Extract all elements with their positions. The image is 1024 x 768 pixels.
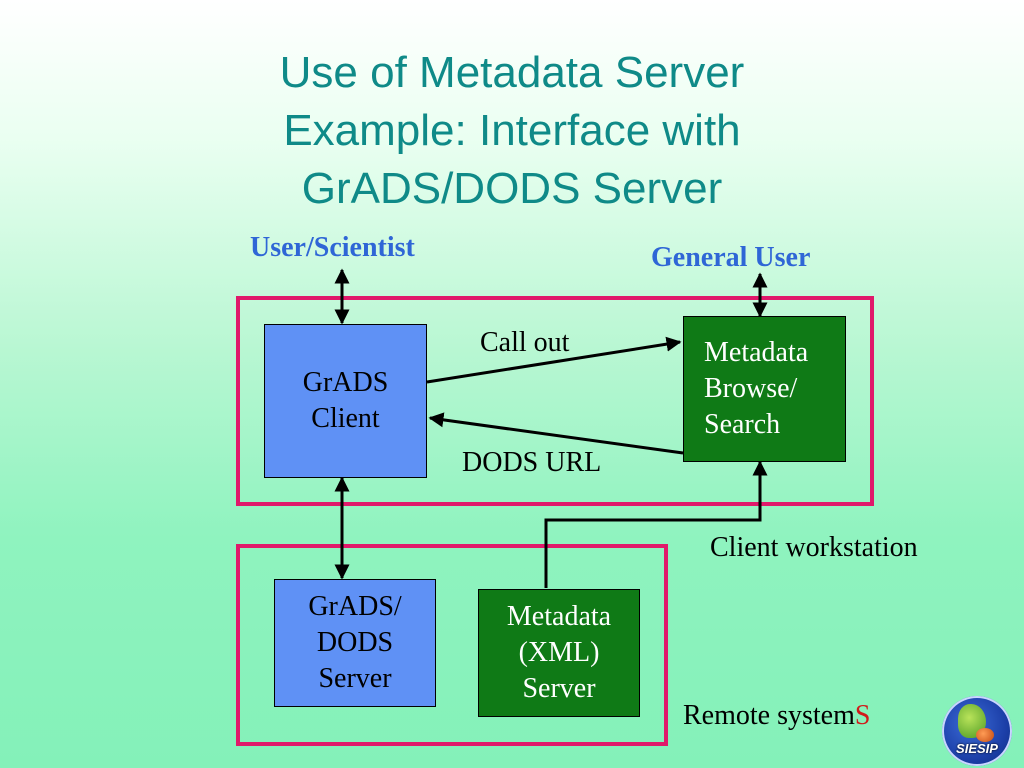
metadata-xml-server-line-2: (XML) — [518, 637, 600, 668]
remote-systems-region — [236, 544, 668, 746]
grads-client-line-1: GrADS — [302, 367, 389, 398]
grads-client-line-2: Client — [311, 403, 380, 434]
metadata-browse-line-3: Search — [704, 409, 781, 440]
metadata-browse-line-2: Browse/ — [704, 373, 798, 404]
metadata-browse-line-1: Metadata — [704, 337, 809, 368]
title-line-3: GrADS/DODS Server — [301, 164, 723, 213]
client-workstation-region — [236, 296, 874, 506]
remote-systems-s: S — [854, 700, 871, 731]
grads-dods-server-line-2: DODS — [316, 627, 394, 658]
title-line-2: Example: Interface with — [283, 106, 741, 155]
remote-systems-label: Remote systemS — [683, 700, 870, 732]
call-out-arrow — [426, 336, 682, 384]
metadata-browse-box: Metadata Browse/ Search — [683, 316, 846, 462]
dods-url-arrow — [428, 412, 684, 455]
grads-dods-server-box: GrADS/ DODS Server — [274, 579, 436, 707]
metadata-xml-server-box: Metadata (XML) Server — [478, 589, 640, 717]
grads-client-box: GrADS Client — [264, 324, 427, 478]
client-workstation-label: Client workstation — [710, 532, 918, 563]
general-user-label: General User — [651, 242, 811, 273]
siesip-logo-icon: SIESIP — [942, 696, 1012, 766]
slide-title: Use of Metadata Server Example: Interfac… — [180, 44, 844, 218]
remote-systems-text: Remote system — [683, 700, 855, 731]
metadata-xml-server-line-1: Metadata — [506, 601, 612, 632]
title-line-1: Use of Metadata Server — [279, 48, 745, 97]
logo-text: SIESIP — [956, 741, 998, 756]
grads-dods-server-line-3: Server — [318, 663, 392, 694]
user-scientist-label: User/Scientist — [250, 232, 415, 263]
grads-dods-server-line-1: GrADS/ — [308, 591, 402, 622]
dods-url-label: DODS URL — [462, 447, 602, 478]
metadata-xml-server-line-3: Server — [522, 673, 596, 704]
metadata-server-link — [544, 460, 768, 588]
call-out-label: Call out — [480, 327, 570, 358]
